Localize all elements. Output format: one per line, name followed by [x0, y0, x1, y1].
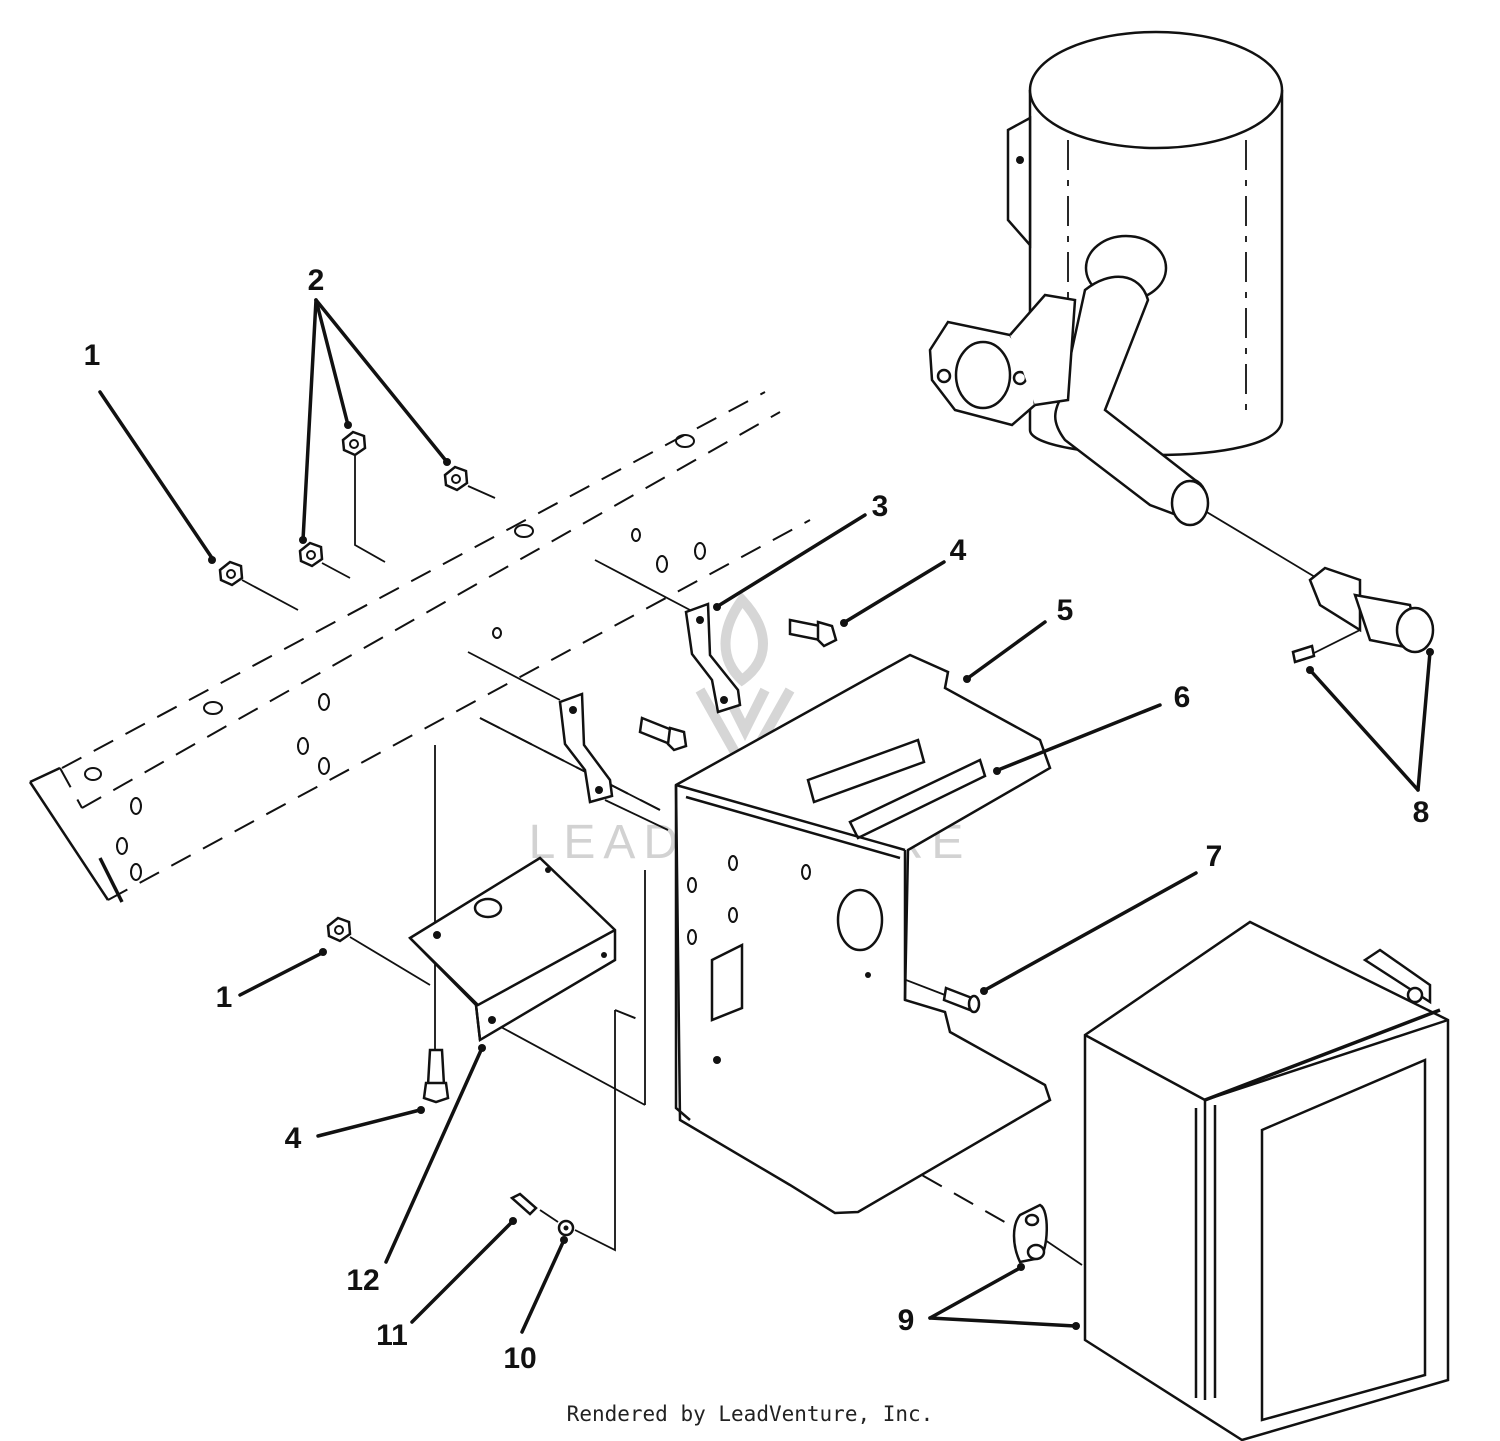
- clamp-upper: [684, 602, 742, 714]
- render-credit: Rendered by LeadVenture, Inc.: [566, 1402, 934, 1426]
- nuts: [218, 430, 469, 943]
- bolt-lower: [638, 716, 688, 752]
- leader-lines: [98, 298, 1432, 1334]
- callout-11: 11: [376, 1319, 408, 1352]
- clip-item-9: [1012, 1203, 1048, 1264]
- nut-icon: [218, 560, 244, 587]
- callout-1-upper: 1: [84, 339, 101, 372]
- callout-1-lower: 1: [216, 981, 233, 1014]
- callout-7: 7: [1206, 840, 1223, 873]
- bolt-vertical: [422, 1048, 450, 1104]
- callout-2: 2: [308, 264, 325, 297]
- callout-4-lower: 4: [285, 1122, 302, 1155]
- leader-dots: [208, 421, 1434, 1330]
- callout-4-upper: 4: [950, 534, 967, 567]
- bolt-upper: [788, 618, 838, 648]
- muffler: [928, 30, 1284, 527]
- screw-11: [509, 1192, 538, 1216]
- nut-icon: [443, 465, 469, 492]
- callout-3: 3: [872, 490, 889, 523]
- callout-8: 8: [1413, 796, 1430, 829]
- callout-10: 10: [503, 1342, 536, 1375]
- callout-9: 9: [898, 1304, 915, 1337]
- nut-icon: [341, 430, 367, 457]
- assembly-dashes: [479, 717, 1011, 1226]
- bolt-7: [942, 986, 981, 1014]
- callout-labels: 1 2 3 4 5 6 7 8 1 4 12 11 10 9: [84, 264, 1430, 1375]
- shield-box: [674, 653, 1052, 1215]
- nut-icon: [298, 541, 324, 568]
- callout-6: 6: [1174, 681, 1191, 714]
- battery-box: [1083, 920, 1450, 1441]
- clamp-lower: [558, 692, 614, 804]
- callout-5: 5: [1057, 594, 1074, 627]
- tailpipe-item-8: [1291, 566, 1435, 664]
- callout-12: 12: [346, 1264, 379, 1297]
- nut-icon: [326, 916, 352, 943]
- frame-rail: [28, 391, 811, 903]
- washer-10: [557, 1219, 575, 1237]
- bracket-12: [408, 856, 617, 1043]
